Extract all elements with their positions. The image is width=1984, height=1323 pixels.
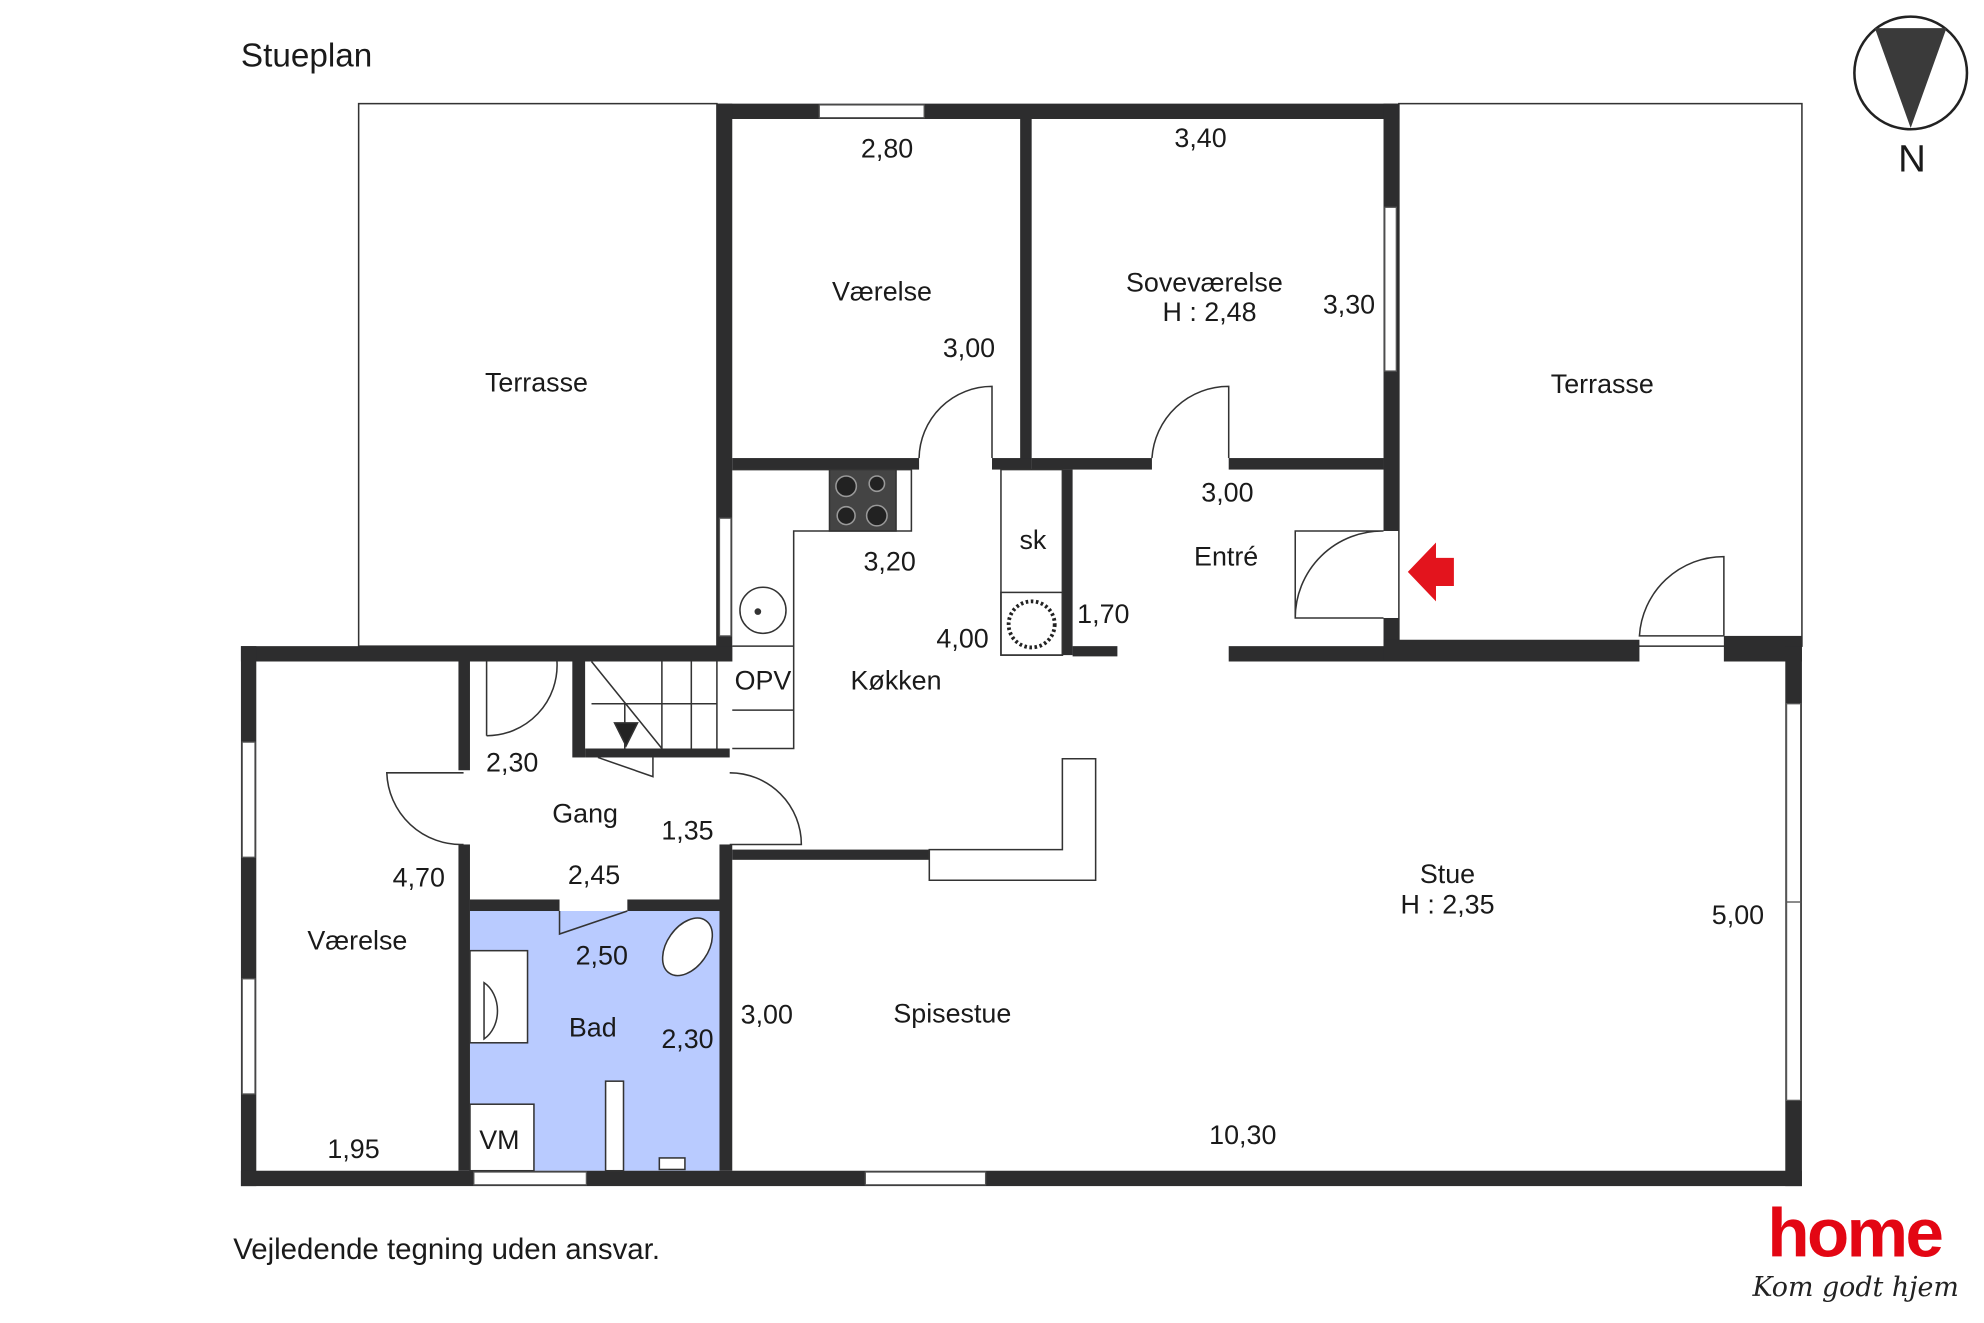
stairs — [590, 661, 718, 778]
dim-label: 3,00 — [1201, 478, 1253, 508]
room-sovevaerelse: Soveværelse — [1126, 268, 1283, 298]
bathroom-fixtures — [469, 917, 714, 1172]
dim-label: 5,00 — [1712, 900, 1764, 930]
dim-label: 1,35 — [661, 815, 713, 845]
home-logo: home Kom godt hjem — [1751, 1193, 1958, 1303]
compass-label: N — [1898, 137, 1926, 180]
dim-label: 3,00 — [943, 333, 995, 363]
entry-arrow-icon — [1407, 542, 1454, 602]
logo-brand: home — [1767, 1193, 1942, 1271]
dim-label: 2,45 — [568, 860, 620, 890]
dim-label: 2,30 — [661, 1024, 713, 1054]
dim-label: 4,70 — [393, 863, 445, 893]
doors — [386, 385, 1725, 936]
room-vaerelse-left: Værelse — [307, 925, 407, 955]
disclaimer: Vejledende tegning uden ansvar. — [233, 1233, 660, 1266]
room-vm: VM — [479, 1125, 519, 1155]
room-bad: Bad — [569, 1012, 617, 1042]
dim-label: 3,00 — [741, 1000, 793, 1030]
room-opv: OPV — [735, 666, 792, 696]
dim-label: 3,40 — [1174, 123, 1226, 153]
room-spisestue: Spisestue — [893, 998, 1011, 1028]
dim-label: 2,80 — [861, 133, 913, 163]
dim-label: 10,30 — [1209, 1120, 1276, 1150]
dim-label: 2,50 — [576, 941, 628, 971]
room-labels: Terrasse Terrasse Værelse Soveværelse H … — [307, 268, 1653, 1155]
dim-label: 1,70 — [1077, 599, 1129, 629]
logo-tagline: Kom godt hjem — [1751, 1272, 1958, 1303]
room-terrasse-right: Terrasse — [1551, 369, 1654, 399]
dim-label: 3,30 — [1323, 289, 1375, 319]
kitchen-fixtures — [732, 468, 1097, 882]
room-sovevaerelse-height: H : 2,48 — [1162, 297, 1256, 327]
room-sk: sk — [1020, 525, 1047, 555]
dim-label: 3,20 — [863, 547, 915, 577]
room-vaerelse-top: Værelse — [832, 277, 932, 307]
dim-label: 4,00 — [936, 623, 988, 653]
room-terrasse-left: Terrasse — [485, 368, 588, 398]
dim-label: 2,30 — [486, 748, 538, 778]
room-kokken: Køkken — [851, 666, 942, 696]
dim-label: 1,95 — [327, 1134, 379, 1164]
room-stue: Stue — [1420, 859, 1475, 889]
windows — [241, 104, 1802, 1186]
compass-icon: N — [1853, 15, 1969, 180]
dimension-labels: 2,80 3,00 3,40 3,30 3,00 1,70 3,20 4,00 … — [327, 123, 1764, 1164]
room-entre: Entré — [1194, 542, 1258, 572]
page-title: Stueplan — [241, 38, 372, 75]
room-gang: Gang — [552, 799, 618, 829]
room-stue-height: H : 2,35 — [1400, 890, 1494, 920]
